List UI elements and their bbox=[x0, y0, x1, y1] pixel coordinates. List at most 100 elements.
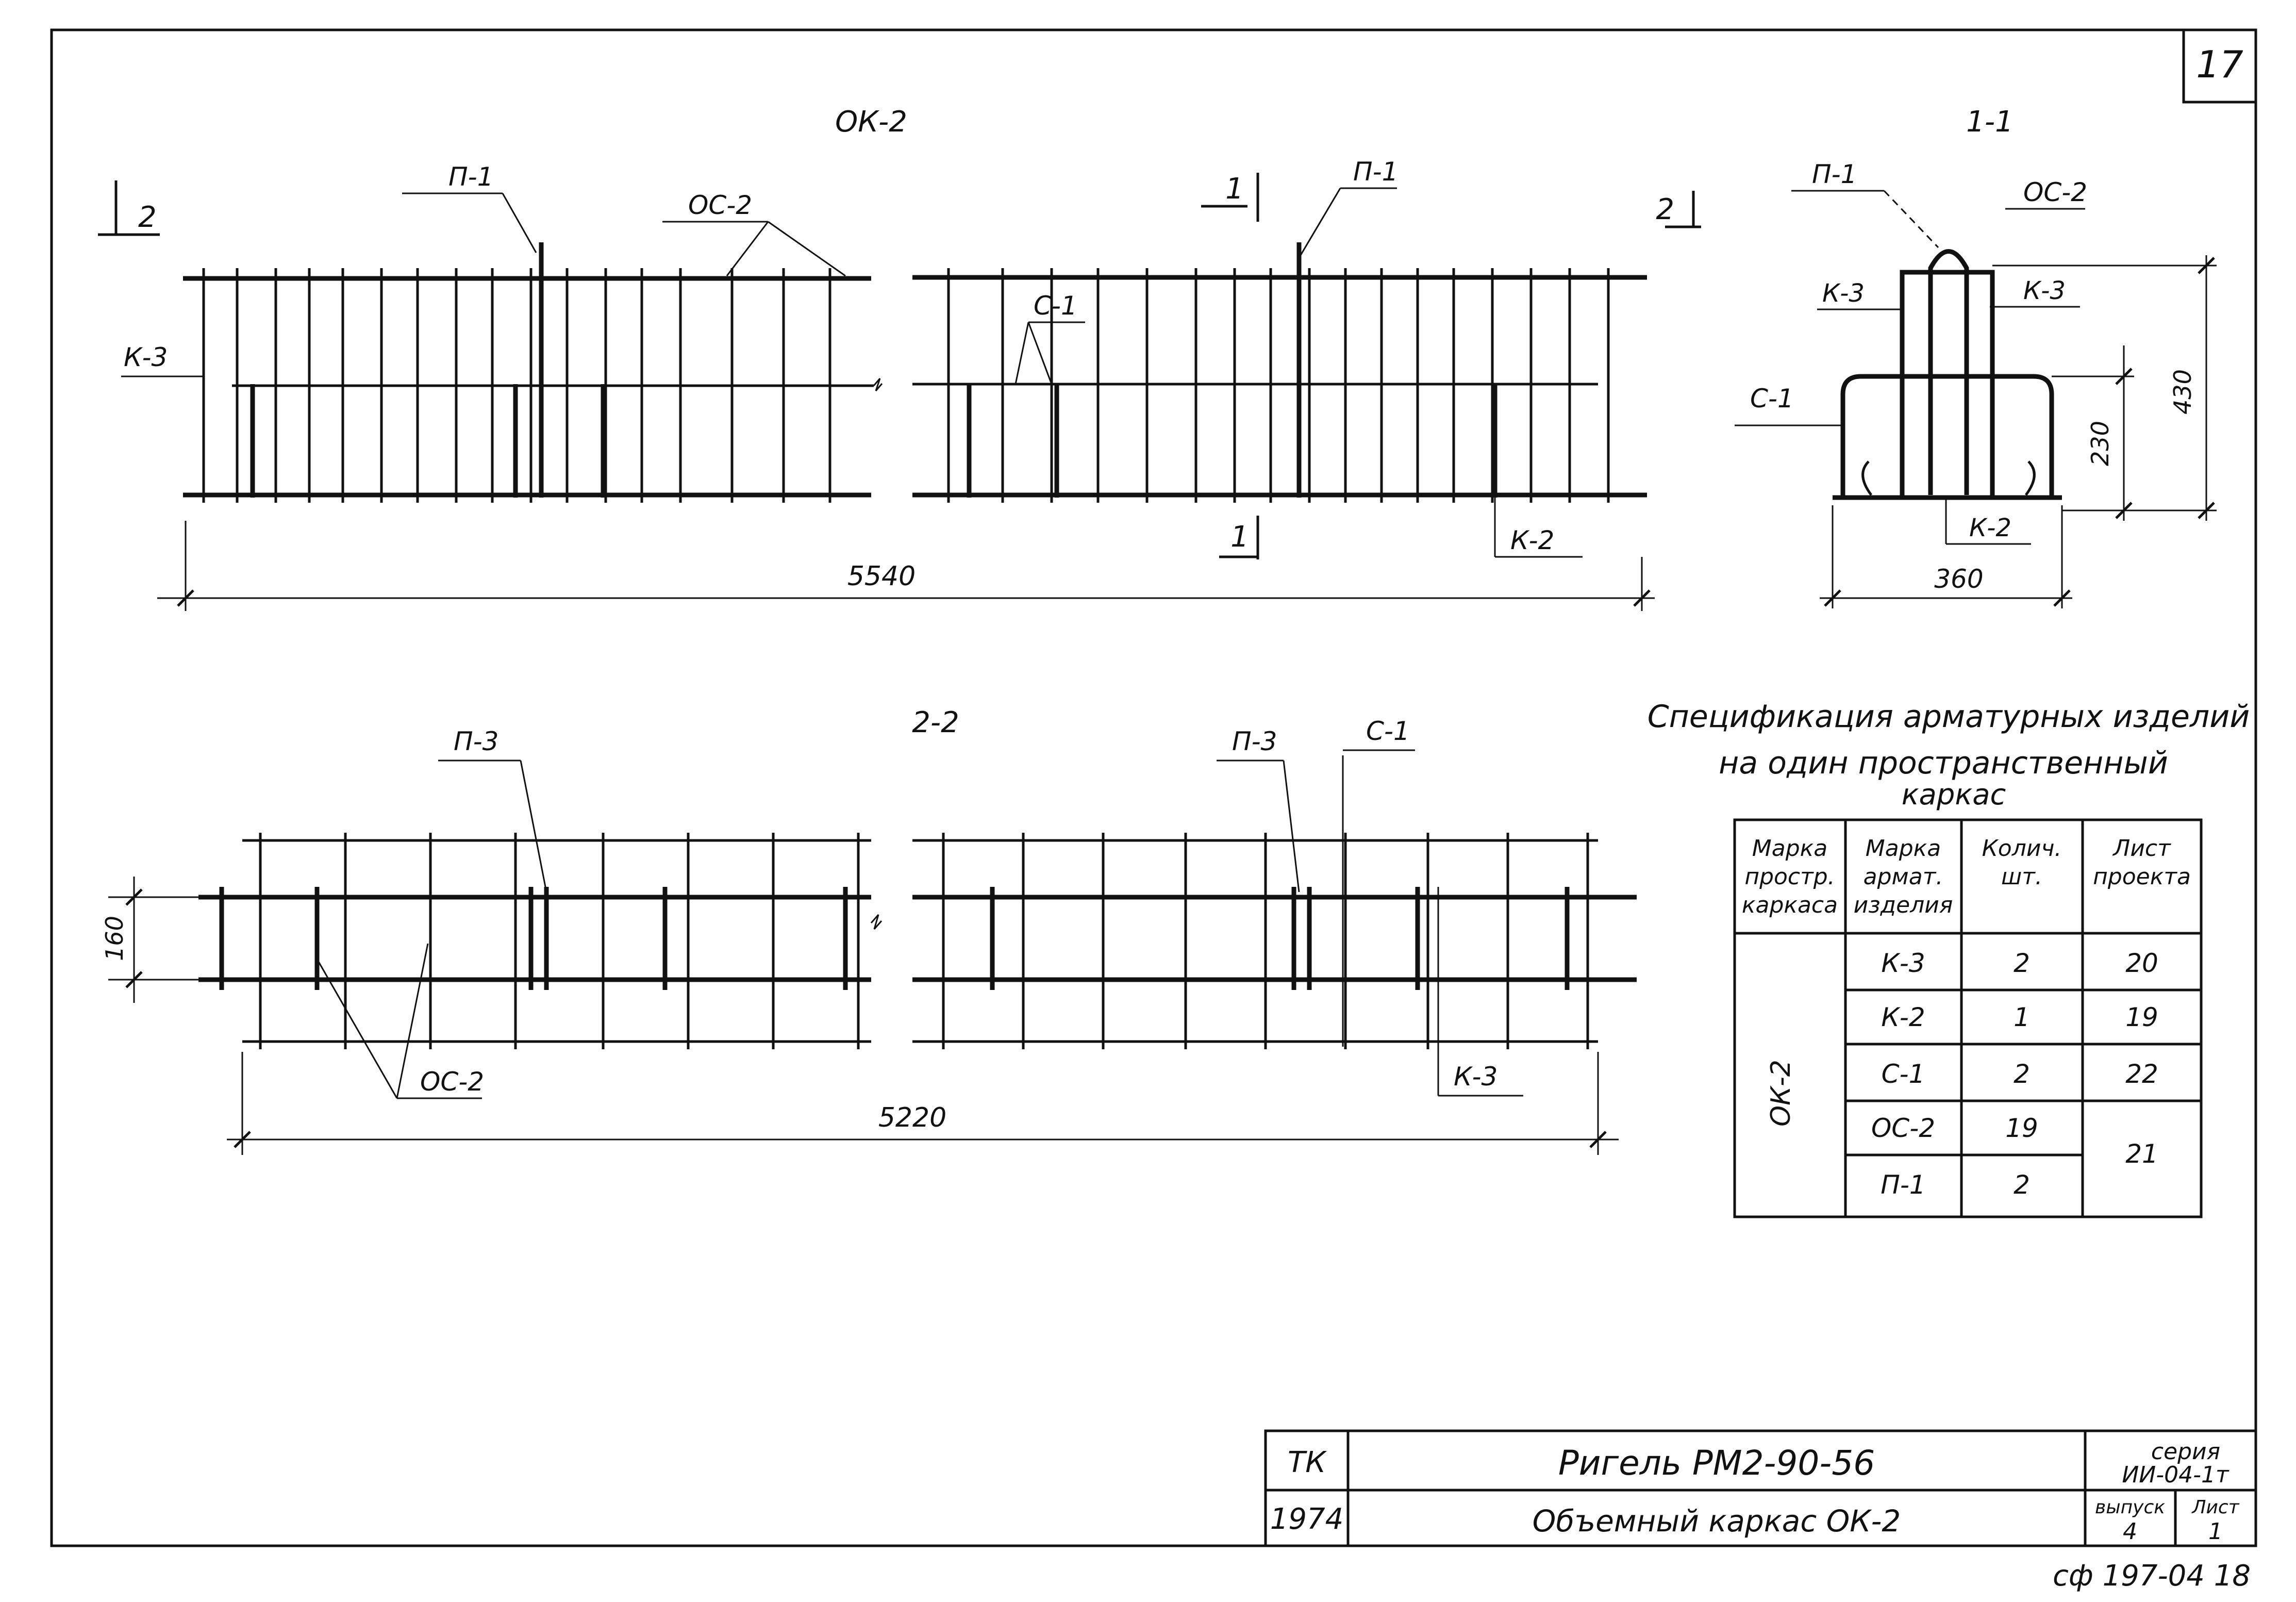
top-view-title: ОК-2 bbox=[835, 105, 907, 139]
svg-text:230: 230 bbox=[2086, 421, 2114, 466]
spec-row-2-qty: 1 bbox=[2014, 1002, 2030, 1032]
spec-row-4-mark: ОС-2 bbox=[1871, 1113, 1935, 1143]
bottom-callout-p3-right: П-3 bbox=[1217, 726, 1300, 893]
spec-row-1-mark: К-3 bbox=[1881, 948, 1925, 978]
title-issue-label: выпуск bbox=[2095, 1497, 2165, 1518]
spec-row-3-qty: 2 bbox=[2014, 1059, 2030, 1089]
top-callout-p1-left: П-1 bbox=[402, 162, 537, 253]
bottom-stirrups bbox=[259, 833, 1589, 1049]
spec-header-sheet-1: Лист bbox=[2112, 835, 2171, 862]
svg-text:2: 2 bbox=[1656, 193, 1674, 226]
top-dimension-5540: 5540 bbox=[157, 521, 1655, 611]
bottom-callout-os2: ОС-2 bbox=[316, 943, 484, 1099]
svg-text:П-1: П-1 bbox=[1353, 157, 1398, 187]
section-callout-k2: К-2 bbox=[1945, 498, 2031, 545]
svg-text:ОС-2: ОС-2 bbox=[688, 190, 752, 220]
bottom-view-title: 2-2 bbox=[912, 706, 959, 739]
spec-frame-mark: ОК-2 bbox=[1766, 1060, 1796, 1127]
top-stirrups bbox=[202, 268, 1610, 503]
svg-text:К-3: К-3 bbox=[1822, 279, 1865, 308]
spec-row-5-mark: П-1 bbox=[1881, 1170, 1925, 1200]
svg-text:К-2: К-2 bbox=[1510, 525, 1554, 555]
spec-row-2-mark: К-2 bbox=[1881, 1002, 1925, 1032]
top-break-mark bbox=[873, 378, 883, 391]
section-callout-p1: П-1 bbox=[1791, 159, 1939, 249]
bottom-short-bars bbox=[219, 887, 1570, 990]
section-callout-s1: С-1 bbox=[1735, 384, 1843, 426]
bottom-break-mark bbox=[870, 914, 883, 930]
bottom-view: 2-2 bbox=[101, 706, 1637, 1155]
bottom-callout-k3: К-3 bbox=[1437, 887, 1523, 1097]
section-hooks bbox=[1861, 460, 2036, 496]
svg-text:5220: 5220 bbox=[878, 1102, 946, 1133]
svg-text:К-2: К-2 bbox=[1969, 514, 2011, 542]
title-name-line-2: Объемный каркас ОК-2 bbox=[1533, 1504, 1901, 1539]
svg-text:ОС-2: ОС-2 bbox=[2023, 177, 2087, 207]
spec-row-2-sheet: 19 bbox=[2125, 1002, 2158, 1032]
section-lower-cage bbox=[1840, 374, 2054, 498]
sheet-number: 17 bbox=[2196, 43, 2243, 86]
archive-stamp: сф 197-04 18 bbox=[2053, 1559, 2251, 1593]
svg-text:К-3: К-3 bbox=[2023, 276, 2066, 305]
title-series-value: ИИ-04-1т bbox=[2122, 1462, 2230, 1488]
spec-header-qty-1: Колич. bbox=[1982, 835, 2062, 862]
bottom-dimension-160: 160 bbox=[101, 877, 198, 1003]
top-callout-os2: ОС-2 bbox=[662, 190, 846, 277]
sheet-frame bbox=[50, 28, 2257, 1547]
bottom-dimension-5220: 5220 bbox=[227, 1052, 1619, 1155]
spec-title-line-1: Спецификация арматурных изделий bbox=[1648, 699, 2250, 735]
spec-header-frame-1: Марка bbox=[1752, 835, 1827, 862]
svg-text:2: 2 bbox=[138, 201, 157, 234]
spec-header-sheet-2: проекта bbox=[2093, 864, 2191, 890]
title-sheet-label: Лист bbox=[2191, 1497, 2239, 1518]
top-section-mark-left: 2 bbox=[98, 180, 160, 236]
spec-block: Спецификация арматурных изделий на один … bbox=[1648, 699, 2250, 1218]
svg-text:П-1: П-1 bbox=[1812, 159, 1857, 189]
top-callout-k2: К-2 bbox=[1494, 498, 1583, 558]
section-callout-os2: ОС-2 bbox=[2005, 177, 2087, 210]
section-dimension-430: 430 bbox=[1992, 255, 2217, 521]
title-issue-value: 4 bbox=[2123, 1518, 2137, 1545]
top-callout-k3: К-3 bbox=[121, 342, 204, 377]
svg-text:160: 160 bbox=[101, 916, 128, 961]
spec-row-1-qty: 2 bbox=[2014, 948, 2030, 978]
top-callout-p1-right: П-1 bbox=[1298, 157, 1398, 258]
spec-header-frame-3: каркаса bbox=[1742, 892, 1838, 918]
svg-text:1: 1 bbox=[1230, 520, 1249, 554]
title-sheet-value: 1 bbox=[2208, 1518, 2223, 1545]
bottom-callout-p3-left: П-3 bbox=[438, 726, 547, 893]
svg-text:К-3: К-3 bbox=[124, 342, 168, 372]
top-section-mark-mid-bottom: 1 bbox=[1219, 516, 1259, 559]
spec-header-item-3: изделия bbox=[1854, 892, 1953, 918]
title-name-line-1: Ригель РМ2-90-56 bbox=[1558, 1443, 1875, 1483]
svg-text:360: 360 bbox=[1934, 564, 1983, 594]
section-view-title: 1-1 bbox=[1966, 105, 2013, 139]
spec-row-5-qty: 2 bbox=[2014, 1170, 2030, 1200]
section-upper-cage bbox=[1900, 270, 1995, 500]
section-loop-p1 bbox=[1928, 249, 1969, 495]
title-year: 1974 bbox=[1270, 1502, 1344, 1536]
spec-row-3-mark: С-1 bbox=[1882, 1059, 1925, 1089]
spec-row-4-qty: 19 bbox=[2005, 1113, 2038, 1143]
spec-row-3-sheet: 22 bbox=[2125, 1059, 2158, 1089]
top-callout-s1: С-1 bbox=[1014, 291, 1085, 385]
section-dimension-360: 360 bbox=[1820, 505, 2072, 608]
title-org: ТК bbox=[1288, 1446, 1327, 1479]
top-section-mark-mid-top: 1 bbox=[1201, 172, 1259, 222]
spec-title-line-3: каркас bbox=[1902, 778, 2006, 812]
svg-text:5540: 5540 bbox=[847, 561, 916, 592]
bottom-callout-s1: С-1 bbox=[1343, 716, 1415, 751]
spec-header-item-2: армат. bbox=[1864, 864, 1943, 890]
spec-title-line-2: на один пространственный bbox=[1719, 745, 2168, 781]
svg-text:П-3: П-3 bbox=[454, 726, 498, 756]
spec-header-item-1: Марка bbox=[1866, 835, 1941, 862]
title-block: ТК 1974 Ригель РМ2-90-56 Объемный каркас… bbox=[1264, 1429, 2257, 1547]
spec-header-qty-2: шт. bbox=[2001, 864, 2042, 890]
svg-text:С-1: С-1 bbox=[1034, 291, 1077, 321]
spec-header-frame-2: простр. bbox=[1744, 864, 1835, 890]
svg-text:ОС-2: ОС-2 bbox=[420, 1067, 484, 1097]
svg-text:П-1: П-1 bbox=[448, 162, 493, 192]
top-section-mark-right: 2 bbox=[1656, 191, 1701, 228]
top-short-bars bbox=[250, 242, 1498, 498]
title-series-label: серия bbox=[2151, 1439, 2220, 1465]
